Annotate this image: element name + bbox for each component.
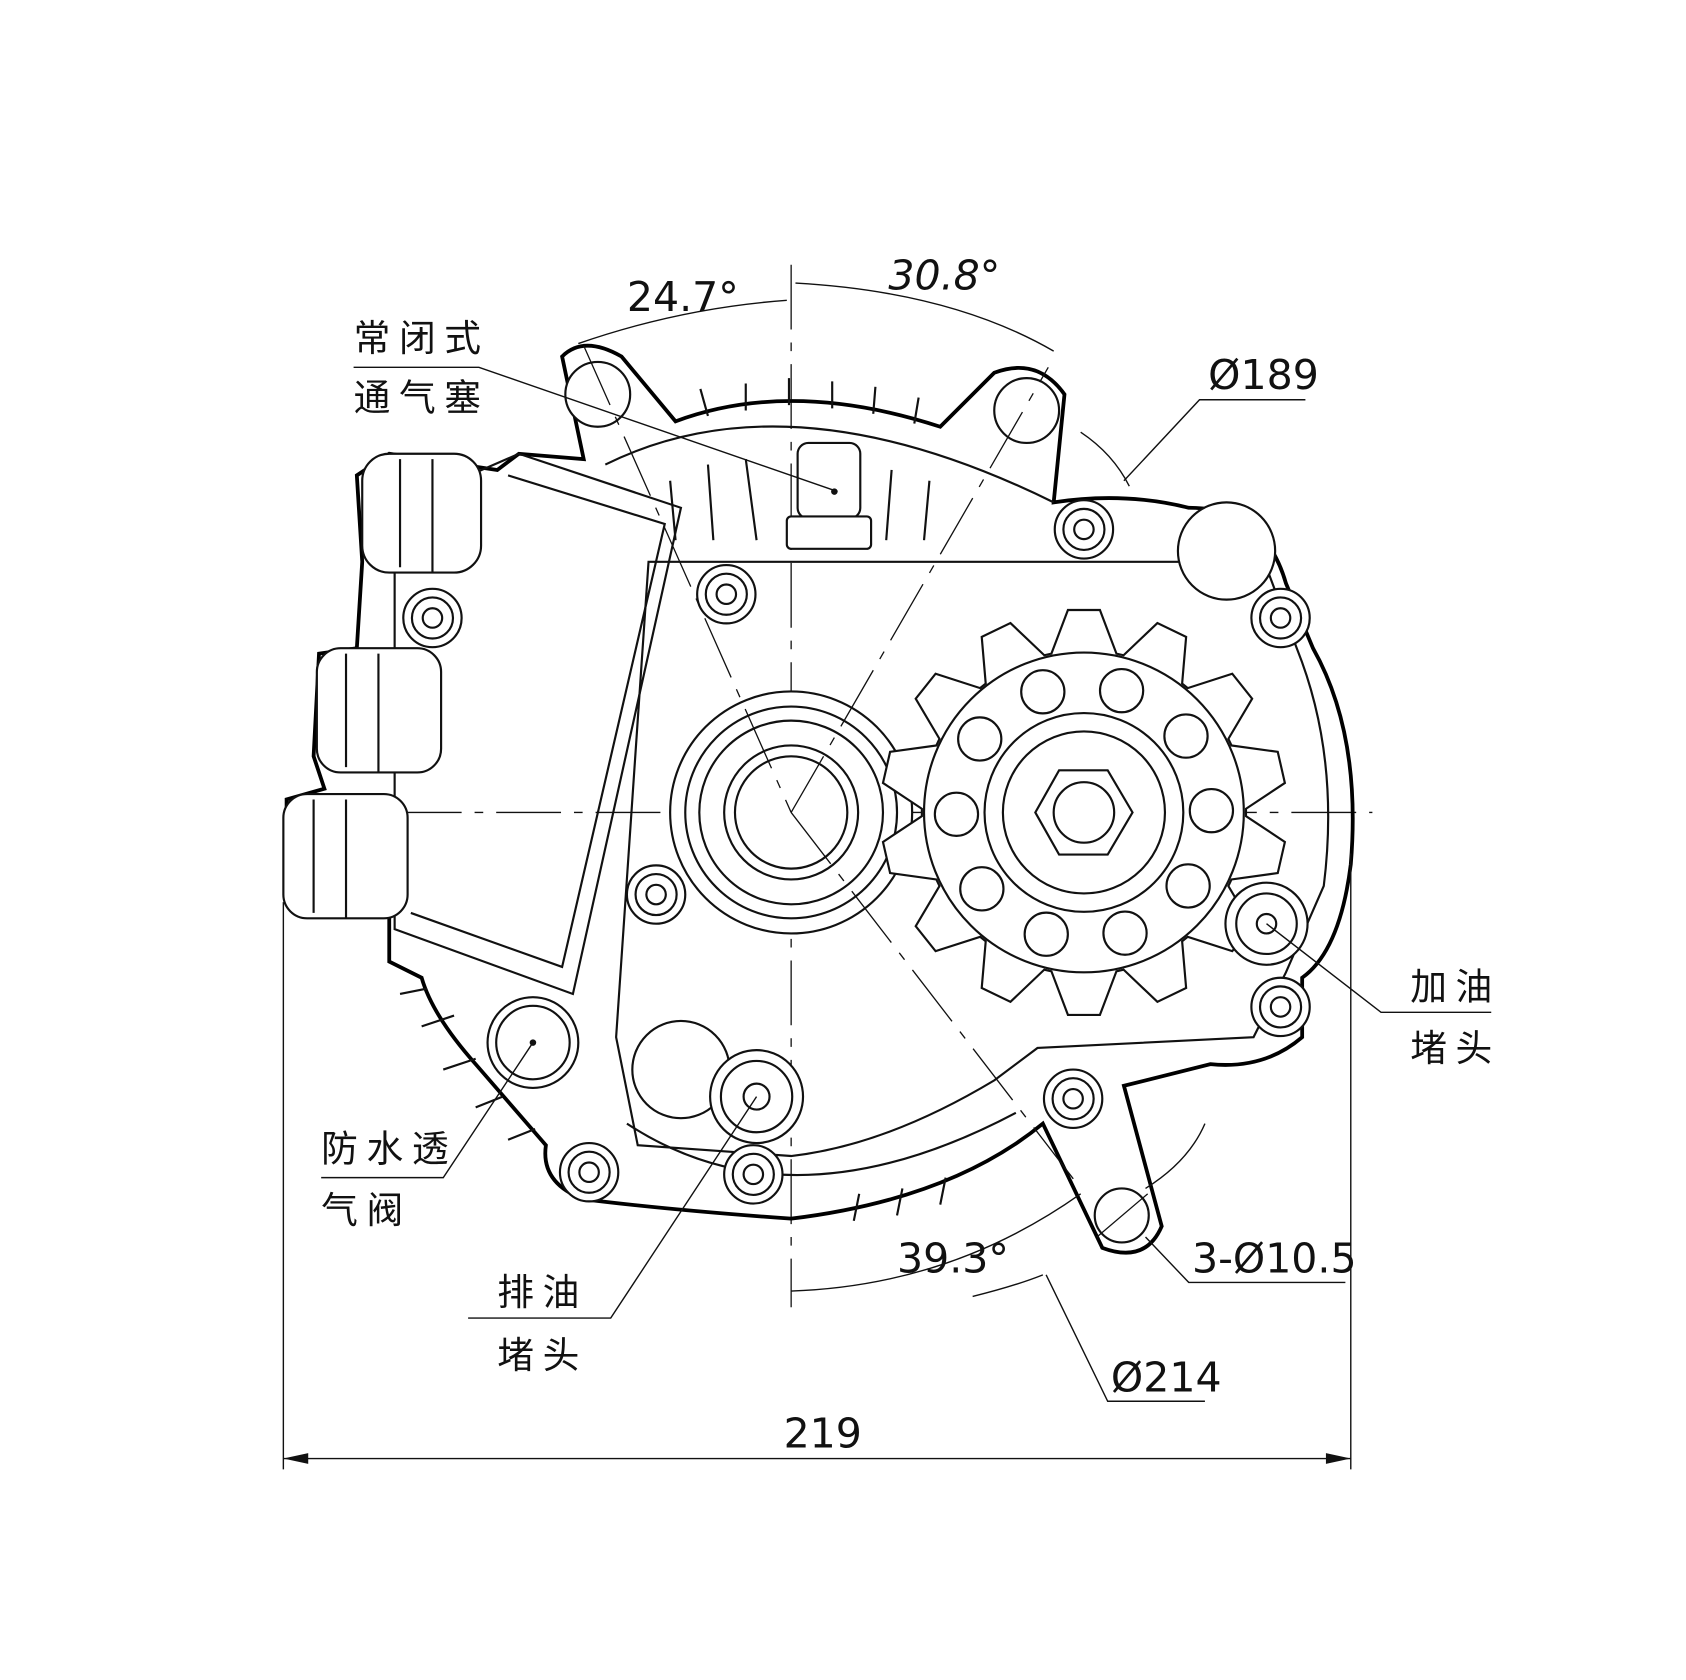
vent-valve-leader — [321, 1042, 534, 1179]
sprocket-hole — [1098, 667, 1145, 714]
sprocket-hole — [1023, 911, 1069, 957]
overall-width-label: 219 — [784, 1410, 862, 1458]
angle-dimensions — [578, 282, 1206, 1298]
breather-label-2: 通气塞 — [354, 377, 490, 420]
oil-fill-label-1: 加油 — [1410, 965, 1501, 1008]
oil-fill-label-2: 堵头 — [1410, 1027, 1501, 1070]
bolt-icon — [402, 587, 463, 649]
vent-valve-label-2: 气阀 — [321, 1189, 412, 1232]
vent-valve-label-1: 防水透 — [321, 1127, 457, 1170]
oil-drain-leader — [468, 1096, 758, 1319]
chainring-sprocket — [881, 608, 1287, 1016]
angle-reference-lines — [583, 345, 1082, 1189]
sprocket-hole — [959, 866, 1005, 912]
diameter-189-label: Ø189 — [1208, 351, 1319, 399]
angle-label-24-7: 24.7° — [627, 273, 739, 321]
sprocket-hole — [933, 791, 980, 837]
oil-drain-plug — [709, 1049, 805, 1145]
cable-glands — [282, 452, 483, 920]
boss-circle — [1176, 501, 1277, 601]
diameter-189-leader — [1123, 399, 1306, 482]
bolt-icon — [1042, 1068, 1104, 1130]
bolt-icon — [558, 1141, 620, 1203]
bolt-icon — [1053, 499, 1115, 560]
torx-bolts — [402, 499, 1311, 1205]
oil-fill-plug — [1224, 881, 1309, 966]
breather-leader — [353, 366, 838, 493]
bolt-icon — [723, 1144, 784, 1205]
mount-holes — [564, 360, 1150, 1244]
bolt-icon — [1250, 976, 1311, 1038]
mount-hole-label: 3-Ø10.5 — [1192, 1235, 1357, 1283]
bolt-icon — [625, 864, 687, 925]
oil-drain-label-2: 堵头 — [497, 1334, 588, 1377]
cooling-fins — [399, 378, 947, 1222]
diameter-214-leader — [1045, 1274, 1205, 1402]
sprocket-hole — [1102, 910, 1148, 956]
sprocket-hole — [1188, 787, 1235, 834]
sprocket-hole — [957, 716, 1003, 762]
sprocket-hole — [1165, 863, 1211, 909]
angle-label-30-8: 30.8° — [888, 252, 1000, 300]
bolt-icon — [696, 563, 757, 625]
mount-hole-leader — [1144, 1236, 1346, 1284]
oil-fill-leader — [1266, 923, 1492, 1014]
bolt-icon — [1250, 587, 1311, 649]
oil-drain-label-1: 排油 — [497, 1271, 588, 1314]
diameter-214-label: Ø214 — [1111, 1354, 1222, 1402]
sprocket-hole — [1163, 713, 1209, 759]
angle-label-39-3: 39.3° — [897, 1235, 1009, 1283]
overall-width-dimension — [282, 853, 1352, 1470]
breather-plug — [785, 441, 873, 550]
sprocket-hole — [1020, 669, 1066, 715]
breather-label-1: 常闭式 — [354, 317, 490, 360]
